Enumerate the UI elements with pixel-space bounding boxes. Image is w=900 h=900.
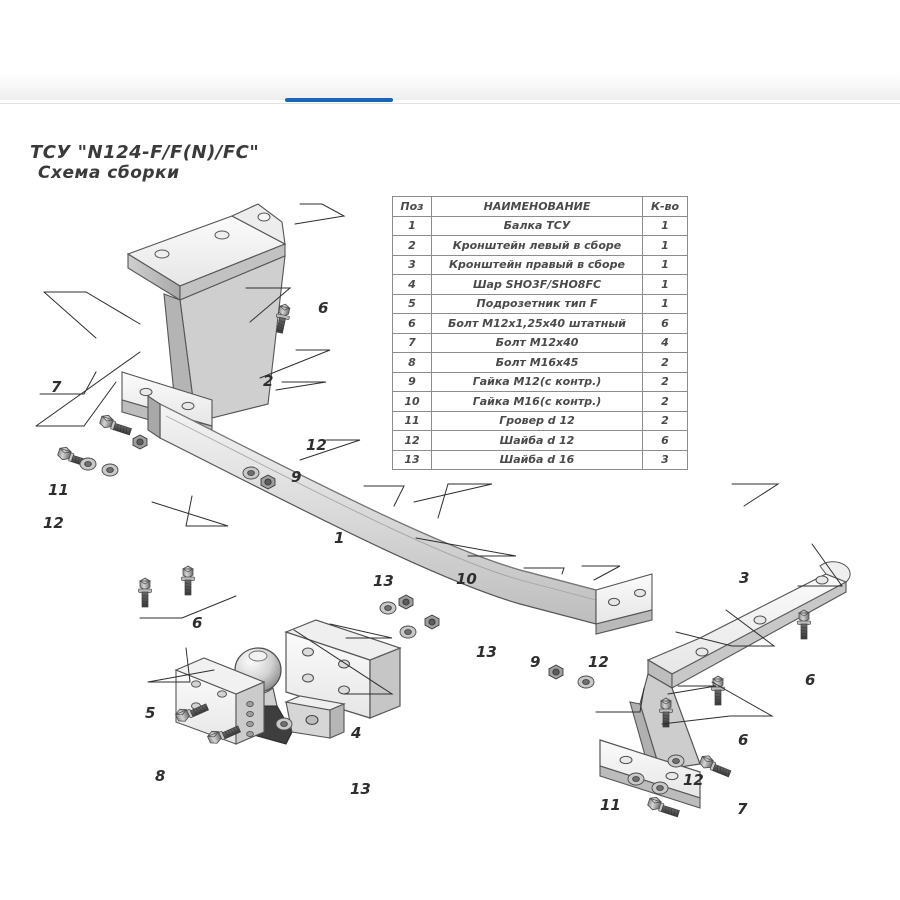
drawing-title-block: ТСУ "N124-F/F(N)/FC" Схема сборки — [30, 142, 259, 183]
callout-c12-mid-right: 12 — [588, 653, 609, 671]
fastener-group-beam-left — [138, 565, 195, 608]
callout-c11-bottom-right: 11 — [600, 796, 621, 814]
cell-quantity: 2 — [642, 352, 688, 373]
fastener-group-mid — [379, 594, 440, 639]
callout-c6-right-upper: 6 — [805, 671, 816, 689]
cell-quantity: 1 — [642, 235, 688, 256]
cell-quantity: 3 — [642, 449, 688, 470]
cell-quantity: 1 — [642, 215, 688, 236]
callout-c13-mid-right: 13 — [476, 643, 497, 661]
cell-name: Подрозетник тип F — [431, 293, 643, 314]
callout-c6-top-left: 6 — [318, 299, 329, 317]
cell-name: Балка ТСУ — [431, 215, 643, 236]
cell-name: Гайка М16(с контр.) — [431, 391, 643, 412]
fastener-group-upper-left — [56, 413, 148, 477]
callout-c5-socket: 5 — [145, 704, 156, 722]
cell-quantity: 2 — [642, 410, 688, 431]
cell-position: 11 — [392, 410, 432, 431]
cell-quantity: 6 — [642, 313, 688, 334]
cell-quantity: 1 — [642, 293, 688, 314]
cell-position: 12 — [392, 430, 432, 451]
cell-name: Болт М12х40 — [431, 332, 643, 353]
technical-drawing-canvas: ТСУ "N124-F/F(N)/FC" Схема сборки — [0, 104, 900, 900]
header-position: Поз — [392, 196, 432, 217]
header-quantity: К-во — [642, 196, 688, 217]
callout-c11-upper-left: 11 — [48, 481, 69, 499]
cell-position: 1 — [392, 215, 432, 236]
callout-leader-lines — [35, 203, 843, 725]
part-left-bracket — [121, 203, 287, 439]
cell-position: 9 — [392, 371, 432, 392]
cell-quantity: 6 — [642, 430, 688, 451]
cell-quantity: 1 — [642, 254, 688, 275]
exploded-assembly-illustration — [35, 203, 851, 819]
part-main-beam — [147, 394, 653, 719]
top-chrome-divider — [0, 103, 900, 104]
cell-position: 10 — [392, 391, 432, 412]
active-tab-indicator[interactable] — [285, 98, 393, 102]
callout-c10-mid: 10 — [456, 570, 477, 588]
cell-position: 6 — [392, 313, 432, 334]
header-name: НАИМЕНОВАНИЕ — [431, 196, 643, 217]
cell-position: 5 — [392, 293, 432, 314]
callout-c9-mid-right: 9 — [530, 653, 541, 671]
callout-c8-socket-bolts: 8 — [155, 767, 166, 785]
callout-c6-beam-left: 6 — [192, 614, 203, 632]
cell-quantity: 2 — [642, 371, 688, 392]
cell-quantity: 1 — [642, 274, 688, 295]
cell-name: Болт М12х1,25х40 штатный — [431, 313, 643, 334]
callout-c12-bottom-right: 12 — [683, 771, 704, 789]
cell-position: 8 — [392, 352, 432, 373]
callout-c7-bottom-right: 7 — [737, 800, 748, 818]
cell-name: Болт М16х45 — [431, 352, 643, 373]
cell-position: 7 — [392, 332, 432, 353]
parts-table-header-row: Поз НАИМЕНОВАНИЕ К-во — [392, 196, 688, 217]
cell-quantity: 4 — [642, 332, 688, 353]
callout-c2-left-bracket: 2 — [263, 372, 274, 390]
cell-name: Шайба d 12 — [431, 430, 643, 451]
callout-c12-beam-top: 12 — [306, 436, 327, 454]
drawing-title-model: ТСУ "N124-F/F(N)/FC" — [30, 142, 260, 163]
cell-position: 3 — [392, 254, 432, 275]
callout-c6-right-lower: 6 — [738, 731, 749, 749]
cell-name: Шар SHO3F/SHO8FC — [431, 274, 643, 295]
callout-c1-main-beam: 1 — [334, 529, 345, 547]
callout-c3-right-bracket: 3 — [739, 569, 750, 587]
cell-name: Кронштейн правый в сборе — [431, 254, 643, 275]
callout-c7-upper-left: 7 — [51, 378, 62, 396]
fastener-washer-13-ball — [275, 717, 293, 731]
top-chrome-bar — [0, 0, 900, 102]
callout-c13-mid-left: 13 — [373, 572, 394, 590]
callout-c4-tow-ball: 4 — [351, 724, 362, 742]
cell-quantity: 2 — [642, 391, 688, 412]
drawing-title-subtitle: Схема сборки — [38, 163, 180, 184]
cell-position: 4 — [392, 274, 432, 295]
cell-position: 13 — [392, 449, 432, 470]
cell-name: Кронштейн левый в сборе — [431, 235, 643, 256]
callout-c12-upper-left: 12 — [43, 514, 64, 532]
callout-c9-beam-top: 9 — [291, 468, 302, 486]
cell-name: Гайка М12(с контр.) — [431, 371, 643, 392]
callout-c13-ball-washer: 13 — [350, 780, 371, 798]
cell-position: 2 — [392, 235, 432, 256]
cell-name: Шайба d 16 — [431, 449, 643, 470]
top-chrome-gradient — [0, 72, 900, 100]
cell-name: Гровер d 12 — [431, 410, 643, 431]
